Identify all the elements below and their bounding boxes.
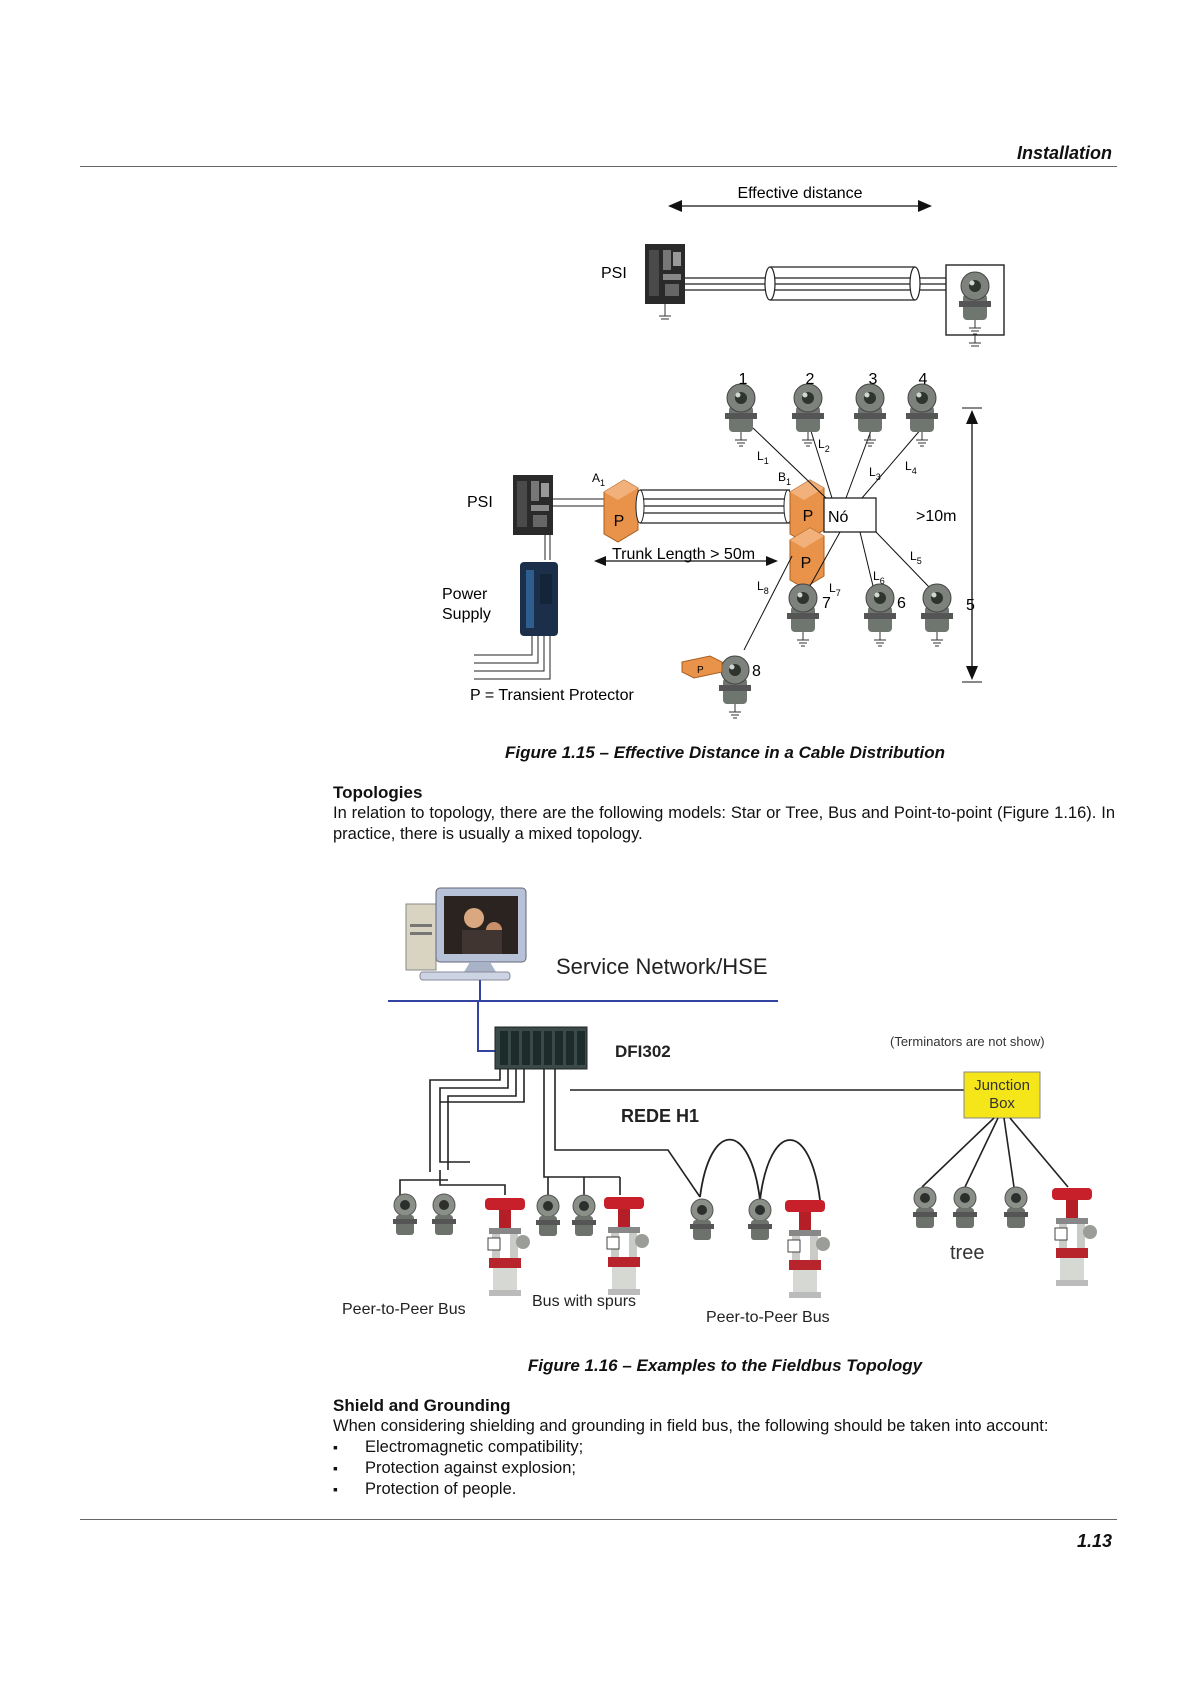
- device-label: 6: [897, 595, 906, 612]
- protector-letter: P: [697, 665, 704, 676]
- transmitter-icon: [431, 1193, 457, 1236]
- spur-label: L3: [869, 465, 881, 482]
- dfi302-label: DFI302: [615, 1042, 671, 1061]
- node-label: Nó: [828, 509, 849, 526]
- figure-caption: Figure 1.16 – Examples to the Fieldbus T…: [527, 1356, 923, 1375]
- junction-box-label-2: Box: [989, 1095, 1015, 1112]
- device-label: 3: [869, 371, 878, 388]
- terminators-note: (Terminators are not show): [890, 1034, 1045, 1049]
- transmitter-icon: [535, 1194, 561, 1237]
- rede-h1-label: REDE H1: [621, 1106, 699, 1126]
- peer-to-peer-bus-label: Peer-to-Peer Bus: [342, 1301, 466, 1318]
- height-label: >10m: [916, 508, 956, 525]
- list-item: Electromagnetic compatibility;: [333, 1437, 583, 1458]
- power-supply-icon: [520, 562, 558, 636]
- figure-caption: Figure 1.15 – Effective Distance in a Ca…: [505, 743, 945, 762]
- psi-top-label: PSI: [601, 265, 627, 282]
- trunk-length-label: Trunk Length > 50m: [612, 546, 755, 563]
- transient-protector-spur: [789, 527, 825, 589]
- spur-label: L6: [873, 569, 885, 586]
- bus-with-spurs-label: Bus with spurs: [532, 1293, 636, 1310]
- transmitter-icon: [912, 1186, 938, 1229]
- control-valve-icon: [484, 1197, 531, 1297]
- transmitter-icon: [571, 1194, 597, 1237]
- protector-letter: P: [614, 513, 625, 530]
- device-label: 7: [822, 595, 831, 612]
- power-supply-label-1: Power: [442, 586, 488, 603]
- header-rule: [80, 166, 1117, 167]
- figure-1-16: Service Network/HSE DFI302 (Terminators …: [342, 887, 1098, 1326]
- figure-1-15: Effective distance PSI PSI Power Supply …: [442, 185, 1005, 719]
- list-item: Protection of people.: [333, 1479, 583, 1500]
- effective-distance-label: Effective distance: [737, 185, 862, 202]
- protector-a1-label: A1: [592, 471, 605, 488]
- spur-label: L8: [757, 579, 769, 596]
- spur-label: L4: [905, 459, 917, 476]
- paragraph: When considering shielding and grounding…: [333, 1417, 1049, 1435]
- tree-label: tree: [950, 1242, 984, 1264]
- junction-box: [963, 1071, 1041, 1119]
- device-label: 1: [739, 371, 748, 388]
- node-box: [823, 497, 877, 533]
- spur-label: L2: [818, 437, 830, 454]
- protector-b1-label: B1: [778, 470, 791, 487]
- transmitter-icon: [689, 1198, 715, 1241]
- spur-label: L5: [910, 549, 922, 566]
- transient-protector-small: [681, 655, 723, 679]
- list-item: Protection against explosion;: [333, 1458, 583, 1479]
- transmitter-icon: [952, 1186, 978, 1229]
- header-title: Installation: [1016, 143, 1112, 163]
- dfi302-controller-icon: [494, 1026, 588, 1070]
- protector-letter: P: [801, 555, 812, 572]
- control-valve-icon: [1051, 1187, 1098, 1287]
- peer-to-peer-bus-label: Peer-to-Peer Bus: [706, 1309, 830, 1326]
- device-label: 4: [919, 371, 928, 388]
- bullet-list: Electromagnetic compatibility; Protectio…: [333, 1437, 583, 1500]
- computer-icon: [405, 887, 527, 981]
- psi-lower-label: PSI: [467, 494, 493, 511]
- control-valve-icon: [603, 1196, 650, 1296]
- service-network-label: Service Network/HSE: [556, 954, 768, 979]
- device-label: 2: [806, 371, 815, 388]
- legend-label: P = Transient Protector: [470, 687, 634, 704]
- spur-label: L7: [829, 581, 841, 598]
- footer-rule: [80, 1519, 1117, 1520]
- section-heading: Shield and Grounding: [333, 1396, 511, 1415]
- transmitter-icon: [1003, 1186, 1029, 1229]
- section-heading: Topologies: [333, 783, 423, 802]
- junction-box-label-1: Junction: [974, 1077, 1030, 1094]
- transient-protector-a1: [603, 479, 639, 543]
- control-valve-icon: [784, 1199, 831, 1299]
- protector-letter: P: [803, 508, 814, 525]
- spur-label: L1: [757, 449, 769, 466]
- power-supply-label-2: Supply: [442, 606, 491, 623]
- transmitter-icon: [747, 1198, 773, 1241]
- page-number: 1.13: [1076, 1531, 1112, 1551]
- device-label: 8: [752, 663, 761, 680]
- device-label: 5: [966, 597, 975, 614]
- paragraph: In relation to topology, there are the f…: [333, 804, 1115, 843]
- transmitter-icon: [392, 1193, 418, 1236]
